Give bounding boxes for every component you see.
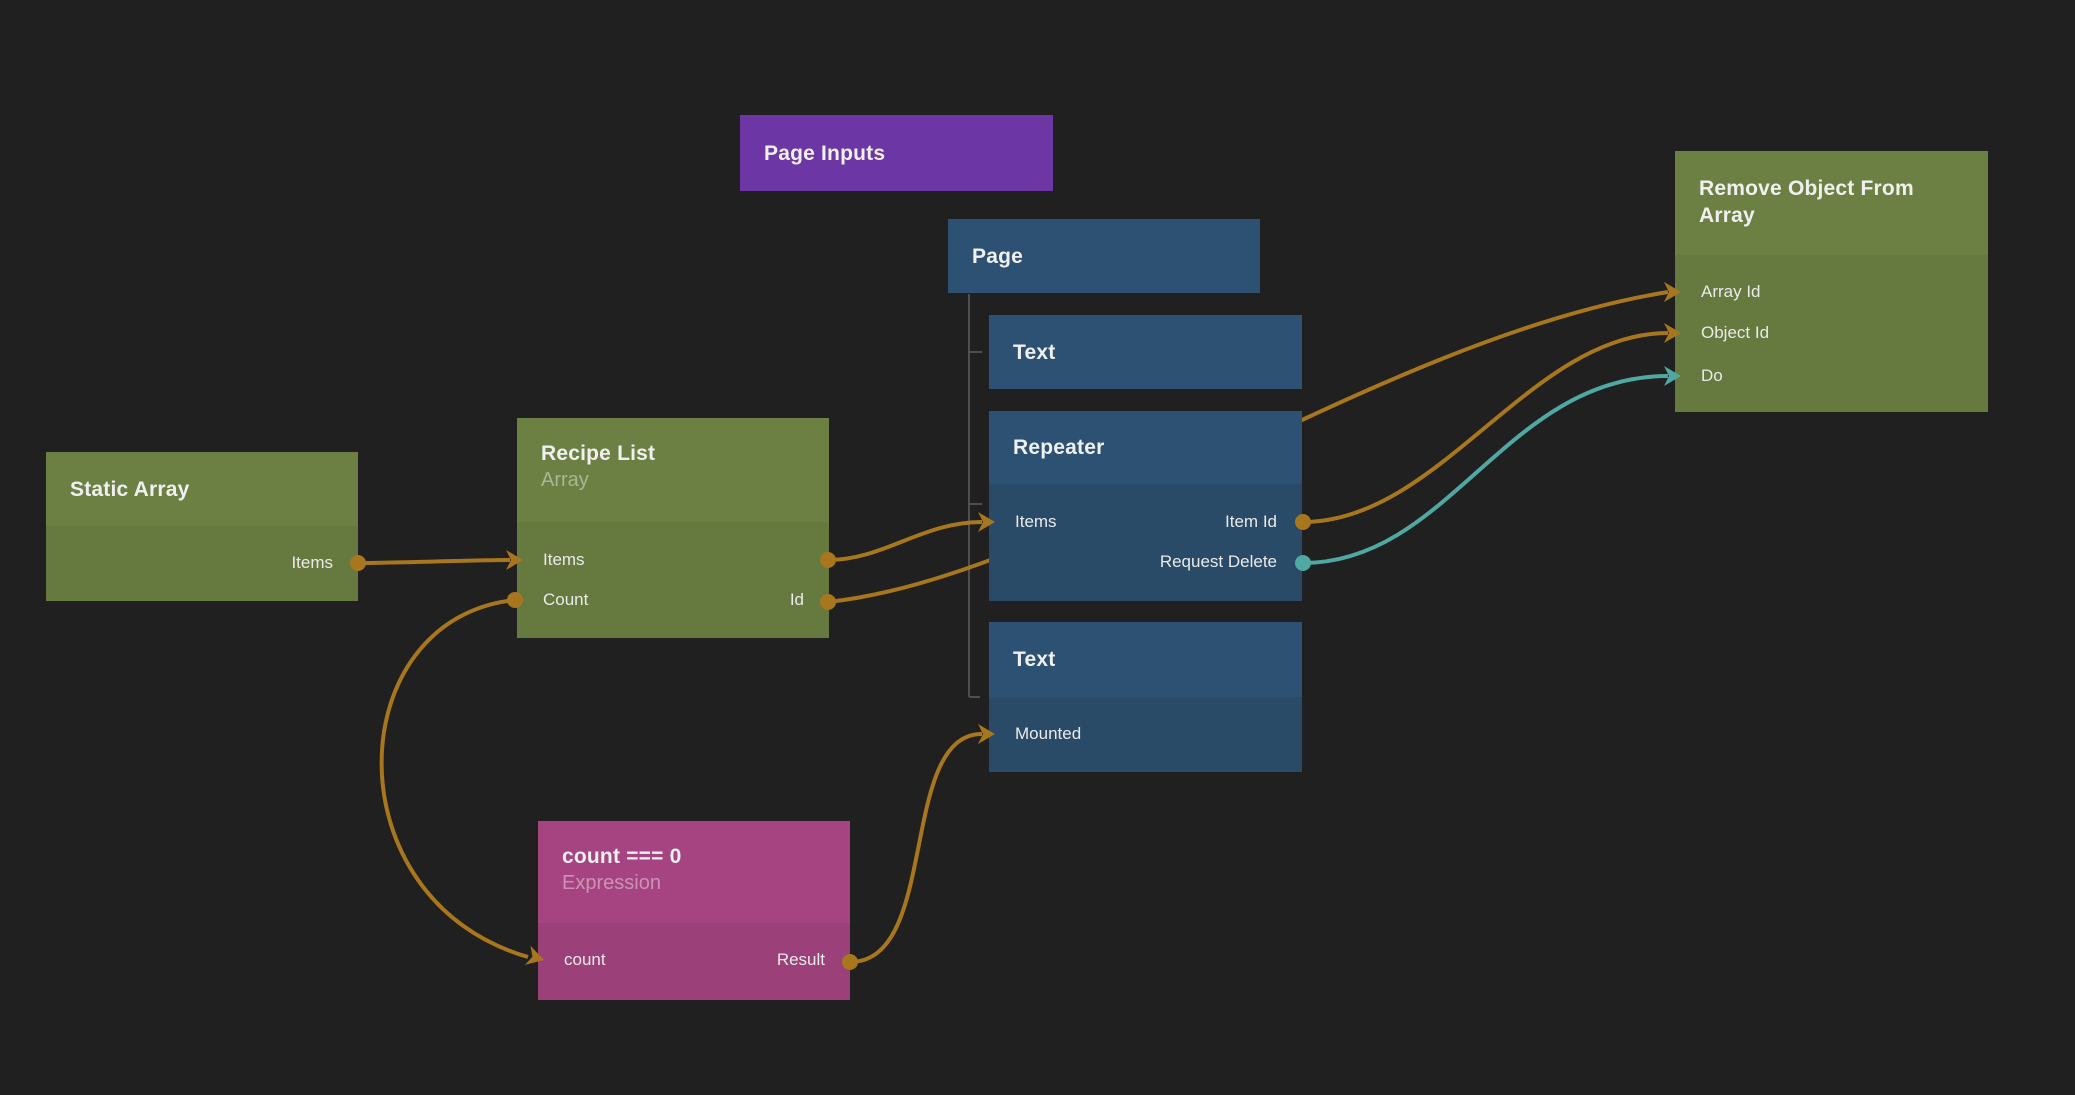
- port-expression-result-output[interactable]: Result: [776, 950, 825, 969]
- node-page-header: Page: [948, 219, 1260, 293]
- port-repeater-requestdelete-output[interactable]: Request Delete: [1159, 552, 1277, 571]
- tree-connector-line: [968, 294, 980, 698]
- node-title: Text: [1013, 648, 1056, 671]
- node-page[interactable]: Page: [948, 219, 1260, 293]
- node-recipe-list[interactable]: Recipe List Array Items Count Id: [517, 418, 829, 638]
- node-title: Static Array: [70, 477, 190, 501]
- node-page-inputs[interactable]: Page Inputs: [740, 115, 1053, 191]
- port-remove-do-input[interactable]: Do: [1701, 366, 1723, 385]
- port-text2-mounted-input[interactable]: Mounted: [1015, 724, 1082, 743]
- node-subtitle: Expression: [562, 872, 661, 894]
- node-static-array[interactable]: Static Array Items: [46, 452, 358, 601]
- wire-recipelist-count-to-expression-count[interactable]: [379, 598, 529, 959]
- wire-expression-result-to-text-mounted[interactable]: [849, 732, 983, 964]
- port-remove-arrayid-input[interactable]: Array Id: [1701, 282, 1761, 301]
- node-text-1[interactable]: Text: [989, 315, 1302, 389]
- port-expression-count-input[interactable]: count: [564, 950, 606, 969]
- wire-repeater-requestdelete-to-remove-do[interactable]: [1302, 374, 1669, 565]
- port-recipelist-id-output[interactable]: Id: [789, 590, 804, 609]
- node-subtitle: Array: [541, 469, 589, 491]
- node-title: Page: [972, 244, 1023, 268]
- node-text-1-header: Text: [989, 315, 1302, 389]
- node-expression-header: count === 0 Expression: [538, 821, 850, 923]
- wire-recipelist-items-to-repeater-items[interactable]: [827, 520, 983, 562]
- node-remove-object-from-array[interactable]: Remove Object From Array Array Id Object…: [1675, 151, 1988, 412]
- node-expression[interactable]: count === 0 Expression count Result: [538, 821, 850, 1000]
- node-title: Page Inputs: [764, 141, 886, 165]
- node-text-2-body: [989, 697, 1302, 772]
- node-static-array-header: Static Array: [46, 452, 358, 526]
- port-remove-objectid-input[interactable]: Object Id: [1701, 323, 1770, 342]
- node-repeater-header: Repeater: [989, 411, 1302, 484]
- port-repeater-itemid-output[interactable]: Item Id: [1225, 512, 1277, 531]
- node-expression-body: [538, 923, 850, 1000]
- node-remove-body: [1675, 255, 1988, 412]
- node-title: Text: [1013, 340, 1056, 364]
- node-title: Remove Object From Array: [1699, 177, 1914, 227]
- wire-staticarray-items-to-recipelist-items[interactable]: [357, 558, 511, 565]
- node-recipe-list-body: [517, 522, 829, 638]
- port-staticarray-items-output[interactable]: Items: [291, 553, 333, 572]
- node-remove-header: Remove Object From Array: [1675, 151, 1988, 255]
- node-title: count === 0: [562, 845, 682, 868]
- node-recipe-list-header: Recipe List Array: [517, 418, 829, 522]
- port-recipelist-count-output[interactable]: Count: [543, 590, 589, 609]
- node-repeater[interactable]: Repeater Items Item Id Request Delete: [989, 411, 1302, 601]
- node-page-inputs-header: Page Inputs: [740, 115, 1053, 191]
- port-recipelist-items[interactable]: Items: [543, 550, 585, 569]
- node-title: Repeater: [1013, 436, 1105, 459]
- port-repeater-items-input[interactable]: Items: [1015, 512, 1057, 531]
- node-static-array-body: [46, 526, 358, 601]
- tree-connector-ticks: [969, 351, 982, 505]
- node-text-2[interactable]: Text Mounted: [989, 622, 1302, 772]
- node-text-2-header: Text: [989, 622, 1302, 697]
- node-title: Recipe List: [541, 442, 656, 465]
- wire-repeater-itemid-to-remove-objectid[interactable]: [1302, 331, 1669, 524]
